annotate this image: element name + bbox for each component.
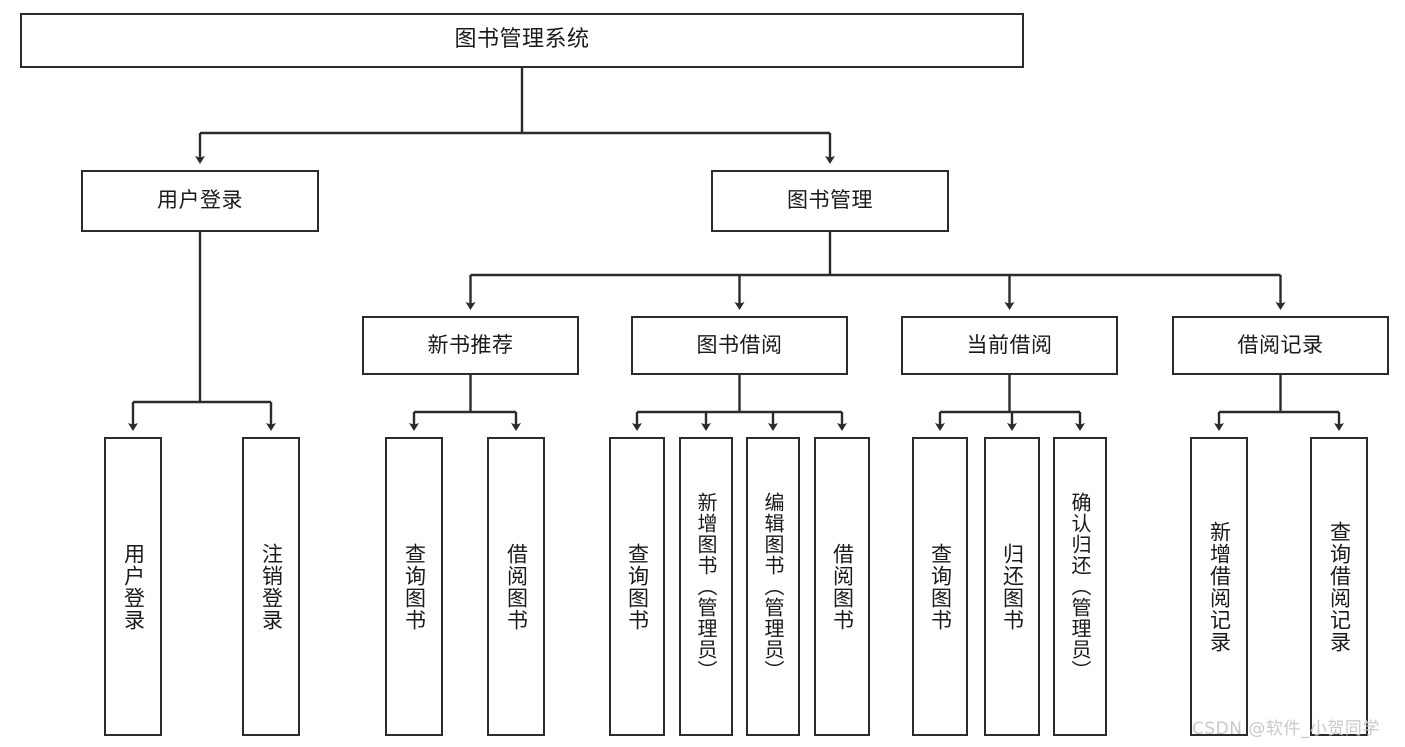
csdn-watermark: CSDN @软件_小贺同学: [1192, 719, 1380, 739]
node-label: 确认归还（管理员）: [1068, 492, 1092, 681]
node-leaf-query-books-current[interactable]: 查询图书: [912, 437, 968, 736]
node-label: 归还图书: [1000, 542, 1025, 631]
node-label: 编辑图书（管理员）: [761, 492, 785, 681]
node-label: 查询图书: [928, 542, 953, 631]
node-label: 图书管理系统: [454, 27, 590, 53]
node-label: 查询图书: [402, 542, 427, 631]
node-label: 用户登录: [121, 542, 146, 631]
node-label: 新书推荐: [427, 332, 514, 357]
node-leaf-add-borrow-record[interactable]: 新增借阅记录: [1190, 437, 1248, 736]
node-new-book-recommend[interactable]: 新书推荐: [362, 316, 579, 375]
node-label: 图书借阅: [696, 332, 783, 357]
node-label: 借阅记录: [1237, 332, 1324, 357]
node-leaf-edit-book-admin[interactable]: 编辑图书（管理员）: [746, 437, 800, 736]
node-label: 查询图书: [625, 542, 650, 631]
node-leaf-borrow-books-recommend[interactable]: 借阅图书: [487, 437, 545, 736]
node-label: 用户登录: [157, 188, 243, 213]
node-label: 图书管理: [787, 188, 873, 213]
node-leaf-add-book-admin[interactable]: 新增图书（管理员）: [679, 437, 733, 736]
node-root[interactable]: 图书管理系统: [20, 13, 1024, 68]
node-label: 查询借阅记录: [1327, 520, 1352, 653]
node-leaf-borrow-book[interactable]: 借阅图书: [814, 437, 870, 736]
node-user-login[interactable]: 用户登录: [81, 170, 319, 232]
node-leaf-confirm-return-admin[interactable]: 确认归还（管理员）: [1053, 437, 1107, 736]
node-book-management[interactable]: 图书管理: [711, 170, 949, 232]
node-book-borrow[interactable]: 图书借阅: [631, 316, 848, 375]
node-label: 新增图书（管理员）: [694, 492, 718, 681]
node-leaf-query-borrow-record[interactable]: 查询借阅记录: [1310, 437, 1368, 736]
node-borrow-record[interactable]: 借阅记录: [1172, 316, 1389, 375]
node-label: 借阅图书: [504, 542, 529, 631]
node-label: 借阅图书: [830, 542, 855, 631]
node-current-borrow[interactable]: 当前借阅: [901, 316, 1118, 375]
node-leaf-logout-login[interactable]: 注销登录: [242, 437, 300, 736]
node-leaf-user-login[interactable]: 用户登录: [104, 437, 162, 736]
node-label: 注销登录: [259, 542, 284, 631]
node-leaf-query-books-borrow[interactable]: 查询图书: [609, 437, 665, 736]
node-label: 当前借阅: [966, 332, 1053, 357]
node-label: 新增借阅记录: [1207, 520, 1232, 653]
node-leaf-query-books-recommend[interactable]: 查询图书: [385, 437, 443, 736]
node-leaf-return-book[interactable]: 归还图书: [984, 437, 1040, 736]
